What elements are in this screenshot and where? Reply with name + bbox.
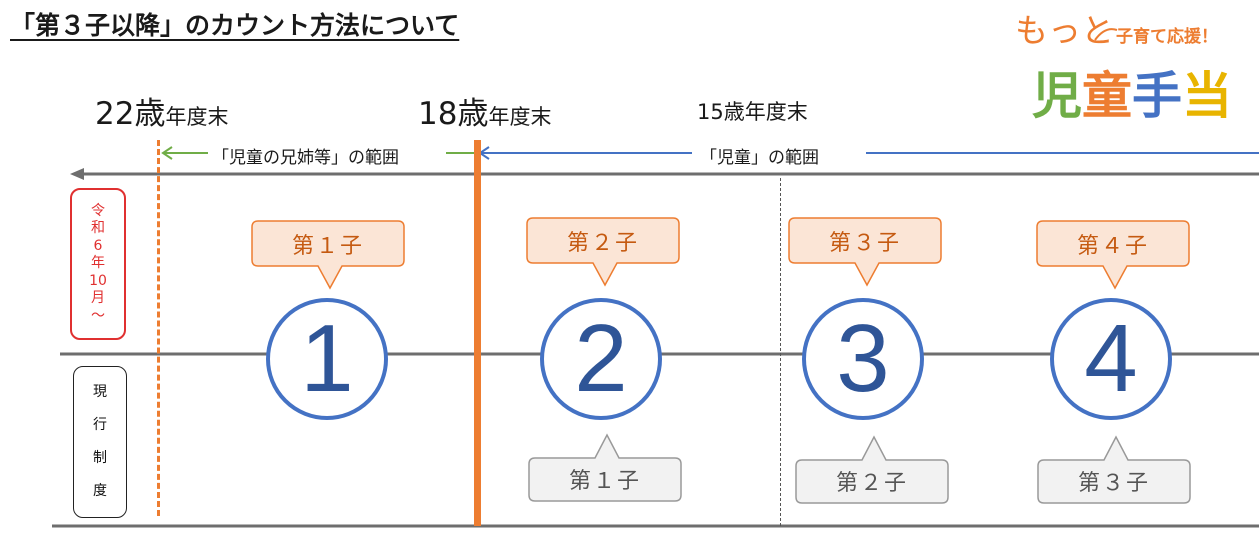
bubble-new-1: [251, 220, 405, 290]
bubble-new-1-label: 第１子: [291, 234, 364, 259]
logo-char-1: 児: [1032, 67, 1082, 125]
bubble-new-4: [1036, 220, 1190, 290]
age-18-suffix: 年度末: [488, 105, 552, 129]
new-system-label-char: 月: [91, 290, 105, 307]
bubble-current-2: [795, 435, 949, 504]
siblings-range-label: 「児童の兄姉等」の範囲: [208, 143, 403, 168]
page-title: 「第３子以降」のカウント方法について: [10, 11, 460, 40]
bubble-new-3: [788, 217, 942, 287]
child-circle-4-number: 4: [1084, 305, 1138, 412]
child-circle-2-number: 2: [574, 305, 628, 412]
logo-char-2: 童: [1082, 67, 1132, 125]
bubble-current-3: [1037, 435, 1191, 504]
child-circle-2: 2: [540, 298, 662, 420]
age-18-label: 18歳年度末: [418, 88, 551, 133]
bubble-new-2-label: 第２子: [566, 231, 639, 256]
new-system-label-char: 年: [91, 255, 105, 272]
bubble-new-2: [526, 217, 680, 287]
age-22-label: 22歳年度末: [95, 88, 228, 133]
logo-jidou-teate: 児童手当: [1032, 56, 1232, 128]
age-18-solid-marker: [474, 140, 481, 526]
timeline-arrow-left-icon: [70, 168, 84, 180]
age-22-suffix: 年度末: [165, 105, 229, 129]
current-system-label: 現 行 制 度: [73, 366, 127, 518]
current-system-label-char: 度: [93, 482, 107, 499]
bubble-new-3-label: 第３子: [828, 231, 901, 256]
logo-char-4: 当: [1182, 67, 1232, 125]
logo-swoosh-icon: [1094, 28, 1118, 41]
current-system-label-char: 行: [93, 417, 107, 434]
bubble-current-3-label: 第３子: [1077, 471, 1150, 496]
age-15-label: 15歳年度末: [697, 100, 808, 124]
age-18-number: 18歳: [418, 96, 489, 132]
current-system-label-char: 制: [93, 450, 107, 466]
siblings-arrow-left-icon: [161, 146, 173, 160]
new-system-label-char: 和: [91, 220, 105, 237]
child-circle-1: 1: [266, 298, 388, 420]
bubble-current-1: [528, 433, 682, 502]
current-system-label-char: 現: [93, 384, 107, 401]
child-circle-3: 3: [802, 298, 924, 420]
age-22-dashed-marker: [157, 140, 160, 516]
new-system-label-char: 10: [89, 272, 107, 289]
bubble-current-2-label: 第２子: [835, 471, 908, 496]
new-system-label: 令 和 6 年 10 月 ～: [70, 188, 126, 340]
bubble-new-4-label: 第４子: [1076, 234, 1149, 259]
new-system-label-char: 6: [93, 237, 103, 254]
logo-subtitle: 子育て応援！: [1116, 27, 1218, 47]
child-circle-1-number: 1: [300, 305, 354, 412]
logo-motto: もっと: [1015, 11, 1114, 50]
age-22-number: 22歳: [95, 96, 166, 132]
bubble-current-1-label: 第１子: [568, 469, 641, 494]
logo-char-3: 手: [1132, 67, 1182, 125]
children-range-label: 「児童」の範囲: [696, 143, 823, 168]
child-circle-3-number: 3: [836, 305, 890, 412]
age-15-dashed-marker: [780, 178, 781, 526]
child-circle-4: 4: [1050, 298, 1172, 420]
new-system-label-char: 令: [91, 202, 105, 219]
new-system-label-char: ～: [91, 307, 105, 324]
